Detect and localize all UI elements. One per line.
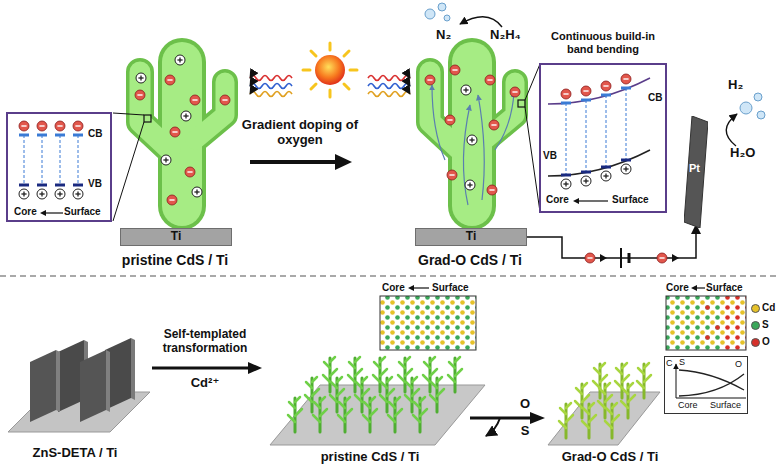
pt-electrode: Pt <box>684 116 708 228</box>
node-text: CB <box>88 128 102 140</box>
node-text: Ti <box>416 230 526 244</box>
node-text: Surface <box>710 400 741 410</box>
ti-substrate: Ti <box>120 228 232 246</box>
stage-caption: pristine CdS / Ti <box>300 450 440 465</box>
node-text: Surface <box>612 194 649 206</box>
stage-caption: Grad-O CdS / Ti <box>540 450 680 465</box>
process-arrow-label: Gradient doping of oxygen <box>230 118 370 148</box>
wire-electron <box>657 253 667 263</box>
concentration-graph: CS O Core Surface <box>664 356 748 414</box>
node-text: Core <box>546 194 569 206</box>
wire-electron <box>585 253 595 263</box>
legend-swatch <box>751 304 760 313</box>
node-text: VB <box>88 178 102 190</box>
node-text: Continuous build-in band bending <box>538 30 668 55</box>
stage-caption: pristine CdS / Ti <box>115 252 235 268</box>
node-text: CB <box>648 92 662 104</box>
band-inset: CB VB Core Surface <box>6 112 112 222</box>
circuit-wire <box>527 225 696 258</box>
node-text: Surface <box>706 282 743 294</box>
node-text: Pt <box>689 162 700 175</box>
species-label: N₂ <box>436 28 451 43</box>
pt-plate <box>684 116 708 228</box>
wire-direction-arrow <box>600 254 607 262</box>
node-text: Surface <box>432 282 469 294</box>
ti-substrate: Ti <box>415 228 527 246</box>
node-text: Ti <box>121 230 231 244</box>
wire-direction-arrow <box>672 254 679 262</box>
legend-text: O <box>762 336 770 348</box>
band-bending-inset: Continuous build-in band bendingCB VB Core… <box>538 30 668 212</box>
node-text: Core <box>666 282 689 294</box>
node-text: Core <box>678 400 698 410</box>
element-label: S <box>505 424 545 439</box>
node-text: VB <box>543 150 557 162</box>
node-text: O <box>735 359 742 369</box>
node-text: S <box>679 357 685 367</box>
legend-swatch <box>751 321 760 330</box>
wire-electron-sign <box>659 257 664 258</box>
process-arrow-label: Self-templated transformation <box>145 328 265 356</box>
node-text: Surface <box>64 206 101 218</box>
legend-text: Cd <box>762 302 775 314</box>
node-text: Core <box>382 282 405 294</box>
legend-swatch <box>751 338 760 347</box>
species-label: H₂ <box>728 78 743 93</box>
lattice-inset: Core Surface <box>378 282 478 352</box>
species-label: H₂O <box>730 146 755 161</box>
element-label: O <box>505 397 545 412</box>
reagent-label: Cd²⁺ <box>175 376 235 391</box>
node-text: C <box>666 358 673 368</box>
legend-text: S <box>762 319 769 331</box>
stage-caption: ZnS-DETA / Ti <box>5 446 145 461</box>
node-text: Core <box>14 206 37 218</box>
lattice-inset: Core Surface <box>664 282 748 352</box>
stage-caption: Grad-O CdS / Ti <box>410 252 530 268</box>
wire-electron-sign <box>587 257 592 258</box>
species-label: N₂H₄ <box>490 28 521 43</box>
